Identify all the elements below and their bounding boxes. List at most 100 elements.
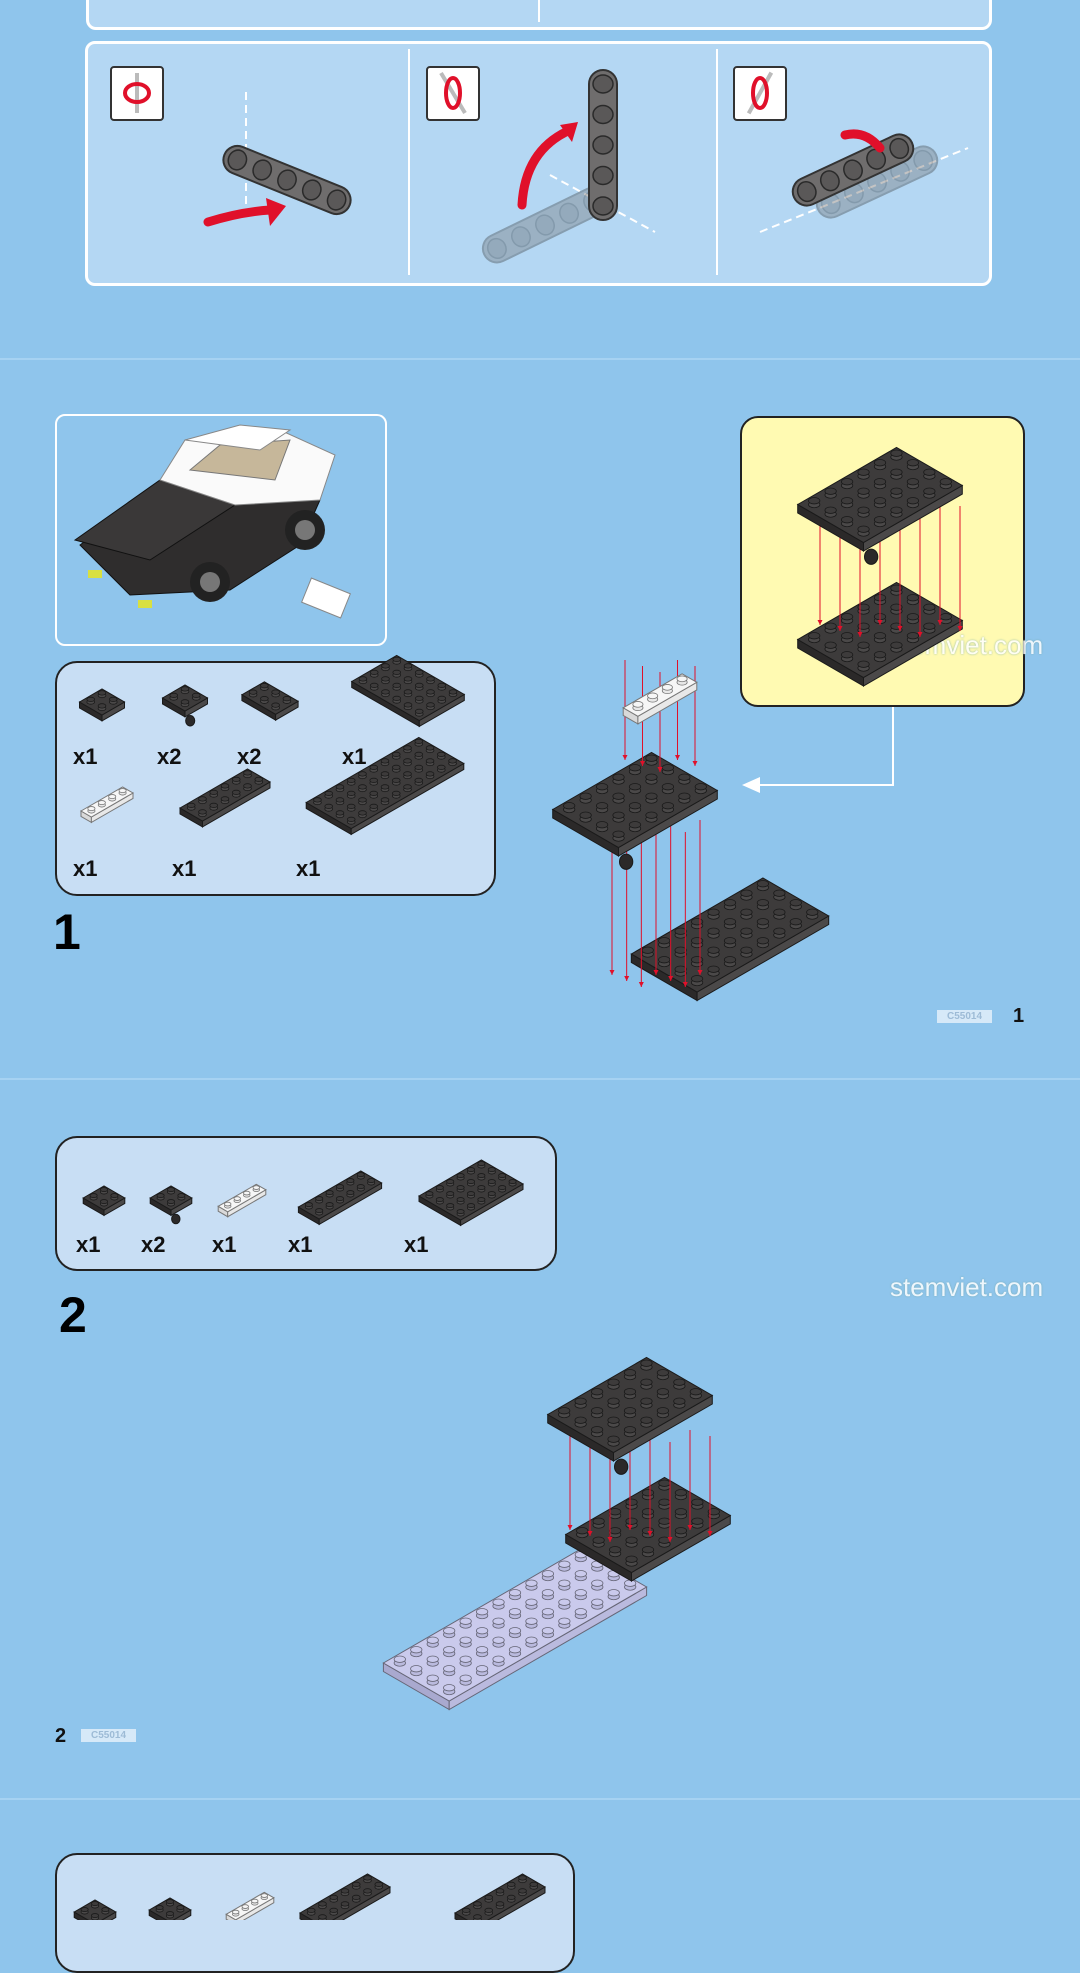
stud	[640, 1359, 653, 1371]
stud	[590, 1426, 604, 1438]
callout-pointer-arrowhead	[742, 777, 760, 793]
stud	[678, 792, 691, 804]
part-quantity: x2	[157, 744, 182, 769]
guide-arrowhead	[587, 1531, 593, 1536]
guide-arrowhead	[682, 982, 688, 987]
stud	[674, 1527, 688, 1539]
stud	[789, 918, 802, 930]
stud	[628, 821, 642, 833]
stud	[508, 1608, 522, 1620]
stud	[641, 1546, 655, 1558]
stud	[541, 1570, 555, 1582]
section-divider	[0, 358, 1080, 360]
stud	[591, 1598, 604, 1610]
stud	[607, 1378, 620, 1390]
section-divider	[0, 1078, 1080, 1080]
guide-arrowhead	[667, 1537, 673, 1542]
stud	[590, 1407, 604, 1419]
guide-arrowhead	[657, 767, 663, 772]
pin-connector	[613, 1458, 629, 1475]
stud	[740, 908, 753, 920]
part-quantity: x2	[141, 1232, 166, 1257]
stud	[645, 811, 658, 823]
stud	[558, 1598, 571, 1610]
set-code-label: C55014	[81, 1729, 137, 1742]
stud	[658, 1517, 671, 1529]
stud	[674, 965, 687, 977]
stud	[723, 937, 737, 949]
guide-arrowhead	[640, 761, 645, 766]
stud	[645, 773, 658, 785]
stud	[443, 1665, 456, 1677]
stud	[656, 1388, 670, 1400]
stud	[773, 908, 786, 920]
stud	[525, 1636, 538, 1648]
panel-divider	[408, 49, 410, 275]
stud	[492, 1598, 505, 1610]
stud	[492, 1636, 505, 1648]
finished-car-preview	[55, 414, 387, 646]
stud	[607, 1570, 620, 1582]
page-number: 1	[1013, 1005, 1025, 1027]
stud	[592, 1517, 605, 1529]
stud	[773, 889, 786, 901]
stud	[640, 1378, 653, 1390]
stud	[443, 1627, 456, 1639]
stud	[525, 1598, 538, 1610]
stud	[443, 1646, 456, 1658]
stud	[658, 1498, 671, 1510]
stud	[628, 764, 642, 776]
stud	[558, 1407, 571, 1419]
rotate-vertical-axis-icon	[110, 66, 164, 121]
stud	[563, 802, 576, 814]
stud	[661, 764, 675, 776]
stud	[508, 1646, 522, 1658]
stud	[574, 1397, 587, 1409]
guide-arrowhead	[647, 1531, 653, 1536]
stud	[740, 927, 753, 939]
part-quantity: x1	[76, 1232, 101, 1257]
stud	[623, 1369, 637, 1381]
stud	[608, 1508, 622, 1520]
rotate-flip-forward-icon	[426, 66, 480, 121]
white-plate-1x4	[622, 673, 698, 725]
part-quantity: x1	[73, 744, 98, 769]
stud	[426, 1636, 439, 1648]
stud	[641, 1527, 655, 1539]
part-quantity: x1	[288, 1232, 313, 1257]
guide-arrowhead	[609, 970, 615, 975]
stud	[641, 946, 654, 958]
stud	[592, 1536, 605, 1548]
stud	[492, 1655, 505, 1667]
stud	[410, 1646, 423, 1658]
stud	[459, 1655, 472, 1667]
stud	[723, 956, 737, 968]
stud	[595, 783, 609, 795]
stud	[459, 1617, 472, 1629]
stud	[756, 880, 770, 892]
stud	[612, 792, 625, 804]
stud	[625, 1536, 638, 1548]
stud	[612, 773, 625, 785]
top-sub-assembly	[546, 1356, 714, 1475]
pin-connector	[618, 853, 634, 870]
stud	[690, 975, 704, 987]
stud	[591, 1579, 604, 1591]
panel-divider	[538, 0, 540, 22]
stud	[525, 1617, 538, 1629]
stud	[694, 783, 707, 795]
stud	[640, 1416, 653, 1428]
stud	[690, 956, 704, 968]
stud	[624, 1579, 637, 1591]
stud	[723, 899, 737, 911]
stud	[707, 946, 720, 958]
part-quantity: x2	[237, 744, 262, 769]
stud	[690, 937, 704, 949]
stud	[740, 946, 753, 958]
guide-arrowhead	[607, 1537, 613, 1542]
stud	[525, 1579, 538, 1591]
stud	[647, 692, 659, 703]
stud	[740, 889, 753, 901]
stud	[806, 908, 819, 920]
stud	[690, 918, 704, 930]
